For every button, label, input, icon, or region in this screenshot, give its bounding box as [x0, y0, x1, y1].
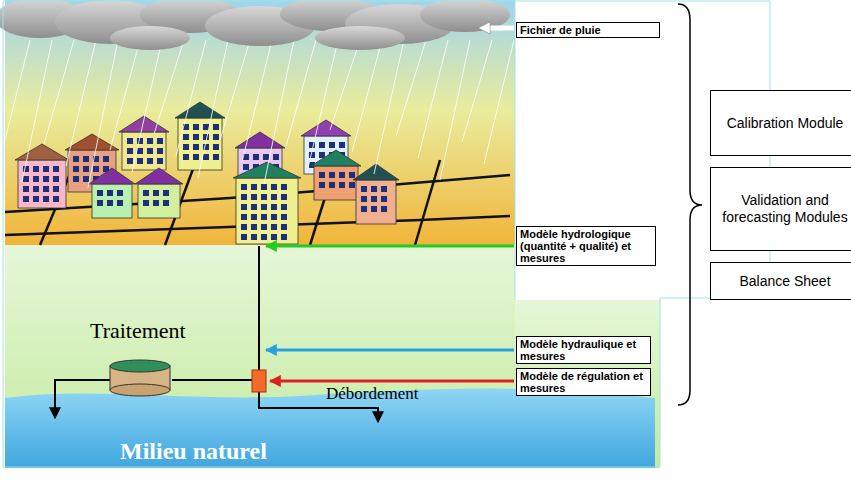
- node-text: Fichier de pluie: [520, 24, 656, 36]
- leader-arrow-head: [478, 22, 490, 34]
- leader-arrow: [266, 245, 514, 248]
- treatment-tank: [110, 360, 170, 396]
- node-text: Modèle hydraulique et mesures: [520, 338, 647, 362]
- node-text: Modèle de régulation et mesures: [520, 370, 647, 394]
- curly-brace: [678, 4, 702, 405]
- module-box: Balance Sheet: [710, 262, 851, 300]
- label-box: Modèle hydrologique (quantité + qualité)…: [516, 226, 656, 266]
- clouds: [0, 0, 510, 50]
- label-box: Fichier de pluie: [516, 22, 660, 38]
- environment-label: Milieu naturel: [120, 438, 267, 465]
- node-text: Validation and forecasting Modules: [717, 192, 851, 226]
- module-box: Calibration Module: [710, 90, 851, 156]
- label-box: Modèle de régulation et mesures: [516, 368, 651, 396]
- sky-ground: [5, 0, 515, 245]
- roads: [5, 150, 510, 245]
- regulator-box: [252, 370, 266, 392]
- rain: [0, 40, 514, 188]
- node-text: Modèle hydrologique (quantité + qualité)…: [520, 228, 652, 264]
- node-text: Calibration Module: [717, 115, 851, 132]
- treatment-label: Traitement: [90, 318, 186, 344]
- module-box: Validation and forecasting Modules: [710, 167, 851, 251]
- leader-arrow: [270, 380, 514, 383]
- leader-arrow: [490, 26, 514, 31]
- label-box: Modèle hydraulique et mesures: [516, 336, 651, 364]
- houses: [15, 102, 399, 244]
- overflow-label: Débordement: [326, 384, 419, 404]
- frame: [3, 1, 770, 467]
- leader-arrow: [266, 349, 514, 352]
- node-text: Balance Sheet: [717, 273, 851, 290]
